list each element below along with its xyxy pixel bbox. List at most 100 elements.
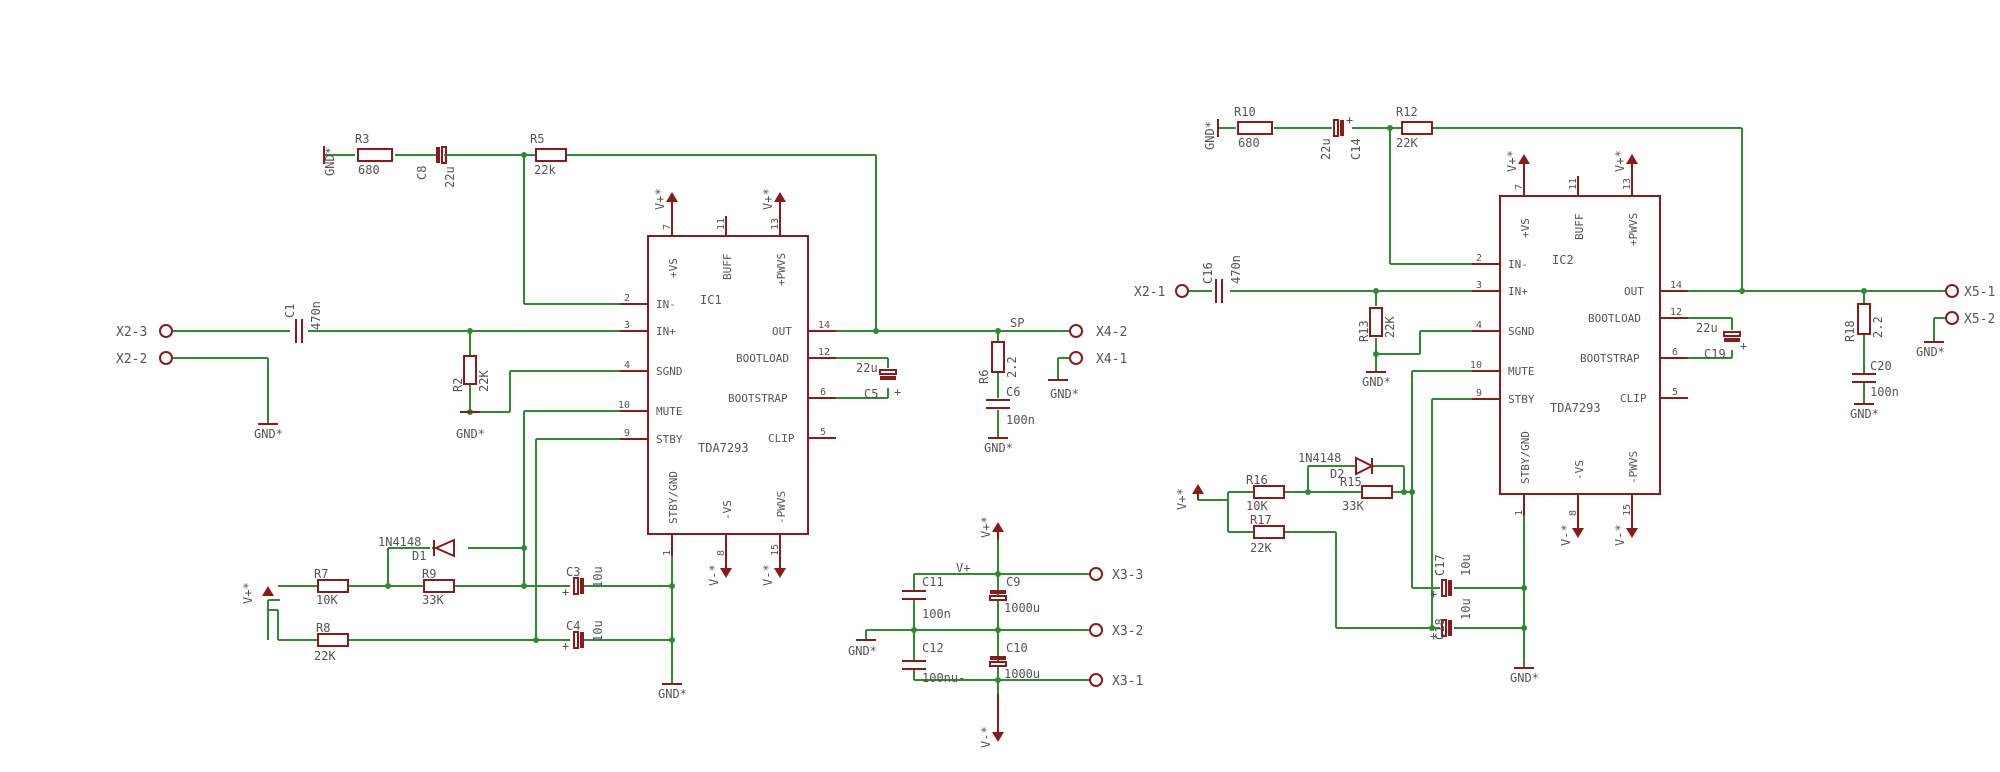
vneg-arrow-icon xyxy=(1572,528,1584,538)
ic2-pin-number: 3 xyxy=(1476,280,1482,291)
connector-label: X4-1 xyxy=(1096,352,1127,367)
value-label: 22u xyxy=(1319,138,1333,160)
ref-label: R2 xyxy=(451,378,465,392)
svg-text:+: + xyxy=(1740,339,1747,353)
ic2-pin-number: 10 xyxy=(1470,360,1482,371)
value-label: 100n xyxy=(1006,413,1035,427)
connector-x2-2[interactable] xyxy=(159,351,173,365)
ref-label: R9 xyxy=(422,567,436,581)
value-label: 22u xyxy=(856,361,878,375)
ref-label: C10 xyxy=(1006,641,1028,655)
resistor-r18: R18 2.2 xyxy=(1843,303,1885,342)
connector-x3-3[interactable] xyxy=(1089,567,1103,581)
ic1-pin-number: 14 xyxy=(818,320,830,331)
ref-label: C8 xyxy=(415,166,429,180)
ic2-pin-number: 13 xyxy=(1622,178,1633,190)
ic1-pin-label: IN+ xyxy=(656,325,676,338)
resistor-r2: R2 22K xyxy=(451,355,491,392)
capacitor-c17: C17 10u + xyxy=(1430,554,1473,601)
ic1-pin-number: 4 xyxy=(624,360,630,371)
gnd-label: GND* xyxy=(1362,375,1391,389)
connector-label: X3-1 xyxy=(1112,674,1143,689)
ref-label: C4 xyxy=(566,619,580,633)
resistor-r7: R7 10K xyxy=(314,567,349,607)
gnd-label: GND* xyxy=(254,427,283,441)
ic1-pin-label: -PWVS xyxy=(775,491,788,524)
connector-x5-2[interactable] xyxy=(1945,311,1959,325)
value-label: 10u xyxy=(1459,554,1473,576)
ic1-pin-number: 5 xyxy=(820,427,826,438)
ic2-pin-label: MUTE xyxy=(1508,365,1535,378)
ref-label: R18 xyxy=(1843,320,1857,342)
connector-label: X5-1 xyxy=(1964,285,1995,300)
value-label: 100n xyxy=(1870,385,1899,399)
value-label: 10K xyxy=(316,593,338,607)
value-label: 10u xyxy=(591,620,605,642)
ic1-pin-number: 1 xyxy=(662,550,673,556)
vneg-arrow-icon xyxy=(992,732,1004,742)
ref-label: C16 xyxy=(1201,262,1215,284)
connector-x4-1[interactable] xyxy=(1069,351,1083,365)
value-label: 22k xyxy=(534,163,556,177)
vpos-label: V+* xyxy=(979,516,993,538)
ref-label: C3 xyxy=(566,565,580,579)
capacitor-c11: C11 100n xyxy=(902,575,951,621)
connector-x3-1[interactable] xyxy=(1089,673,1103,687)
capacitor-c4: C4 10u + xyxy=(562,619,605,653)
value-label: 33K xyxy=(1342,499,1364,513)
capacitor-c18: C18 10u + xyxy=(1430,598,1473,643)
ic1-pin-number: 9 xyxy=(624,428,630,439)
connector-x5-1[interactable] xyxy=(1945,284,1959,298)
capacitor-c19: 22u C19 + xyxy=(1696,321,1747,361)
vneg-arrow-icon xyxy=(1626,528,1638,538)
ic1-pin-label: BOOTSTRAP xyxy=(728,392,788,405)
ic2-pin-label: +PWVS xyxy=(1627,213,1640,246)
ic1-pin-number: 15 xyxy=(770,544,781,556)
vpos-arrow-icon xyxy=(1192,484,1204,494)
capacitor-c9: C9 1000u xyxy=(989,575,1040,615)
ic2-amplifier: IC2 TDA7293 7 11 13 +VS BUFF +PWVS 2 3 4… xyxy=(1470,176,1688,516)
value-label: 22K xyxy=(314,649,336,663)
ic2-pin-number: 9 xyxy=(1476,388,1482,399)
ic2-pin-label: -PWVS xyxy=(1627,451,1640,484)
gnd-label: GND* xyxy=(323,147,337,176)
ic2-pin-number: 8 xyxy=(1568,510,1579,516)
connector-label: X2-2 xyxy=(116,352,147,367)
ic1-pin-number: 11 xyxy=(716,218,727,230)
value-label: 22u xyxy=(443,166,457,188)
vneg-label: V-* xyxy=(1559,524,1573,546)
ic2-pin-number: 11 xyxy=(1568,178,1579,190)
ref-label: R17 xyxy=(1250,513,1272,527)
ref-label: R15 xyxy=(1340,475,1362,489)
resistor-r16: R16 10K xyxy=(1246,473,1285,513)
value-label: 22u xyxy=(1696,321,1718,335)
svg-text:+: + xyxy=(1346,113,1353,127)
vpos-arrow-icon xyxy=(1518,154,1530,164)
value-label: 10u xyxy=(1459,598,1473,620)
vpos-label: V+* xyxy=(1505,150,1519,172)
ic2-body xyxy=(1499,195,1661,495)
connector-x2-3[interactable] xyxy=(159,324,173,338)
resistor-r12: R12 22K xyxy=(1396,105,1433,150)
resistor-r17: R17 22K xyxy=(1250,513,1285,555)
gnd-label: GND* xyxy=(1203,121,1217,150)
ic2-pin-label: BUFF xyxy=(1573,214,1586,241)
connector-x4-2[interactable] xyxy=(1069,324,1083,338)
vpos-arrow-icon xyxy=(1626,154,1638,164)
connector-x3-2[interactable] xyxy=(1089,623,1103,637)
ic1-amplifier: IC1 TDA7293 7 11 13 +VS BUFF +PWVS 2 3 4… xyxy=(618,216,836,556)
connector-x2-1[interactable] xyxy=(1175,284,1189,298)
ic1-name: IC1 xyxy=(700,293,722,307)
value-label: 10u xyxy=(591,566,605,588)
ic1-wiring xyxy=(172,152,1070,684)
ref-label: R6 xyxy=(977,370,991,384)
value-label: 10K xyxy=(1246,499,1268,513)
resistor-r8: R8 22K xyxy=(314,621,349,663)
ic1-pin-label: OUT xyxy=(772,325,792,338)
value-label: 1000u xyxy=(1004,601,1040,615)
value-label: 100nu- xyxy=(922,671,965,685)
value-label: 680 xyxy=(358,163,380,177)
ic1-part: TDA7293 xyxy=(698,441,749,455)
connector-label: X4-2 xyxy=(1096,325,1127,340)
value-label: 22K xyxy=(1396,136,1418,150)
